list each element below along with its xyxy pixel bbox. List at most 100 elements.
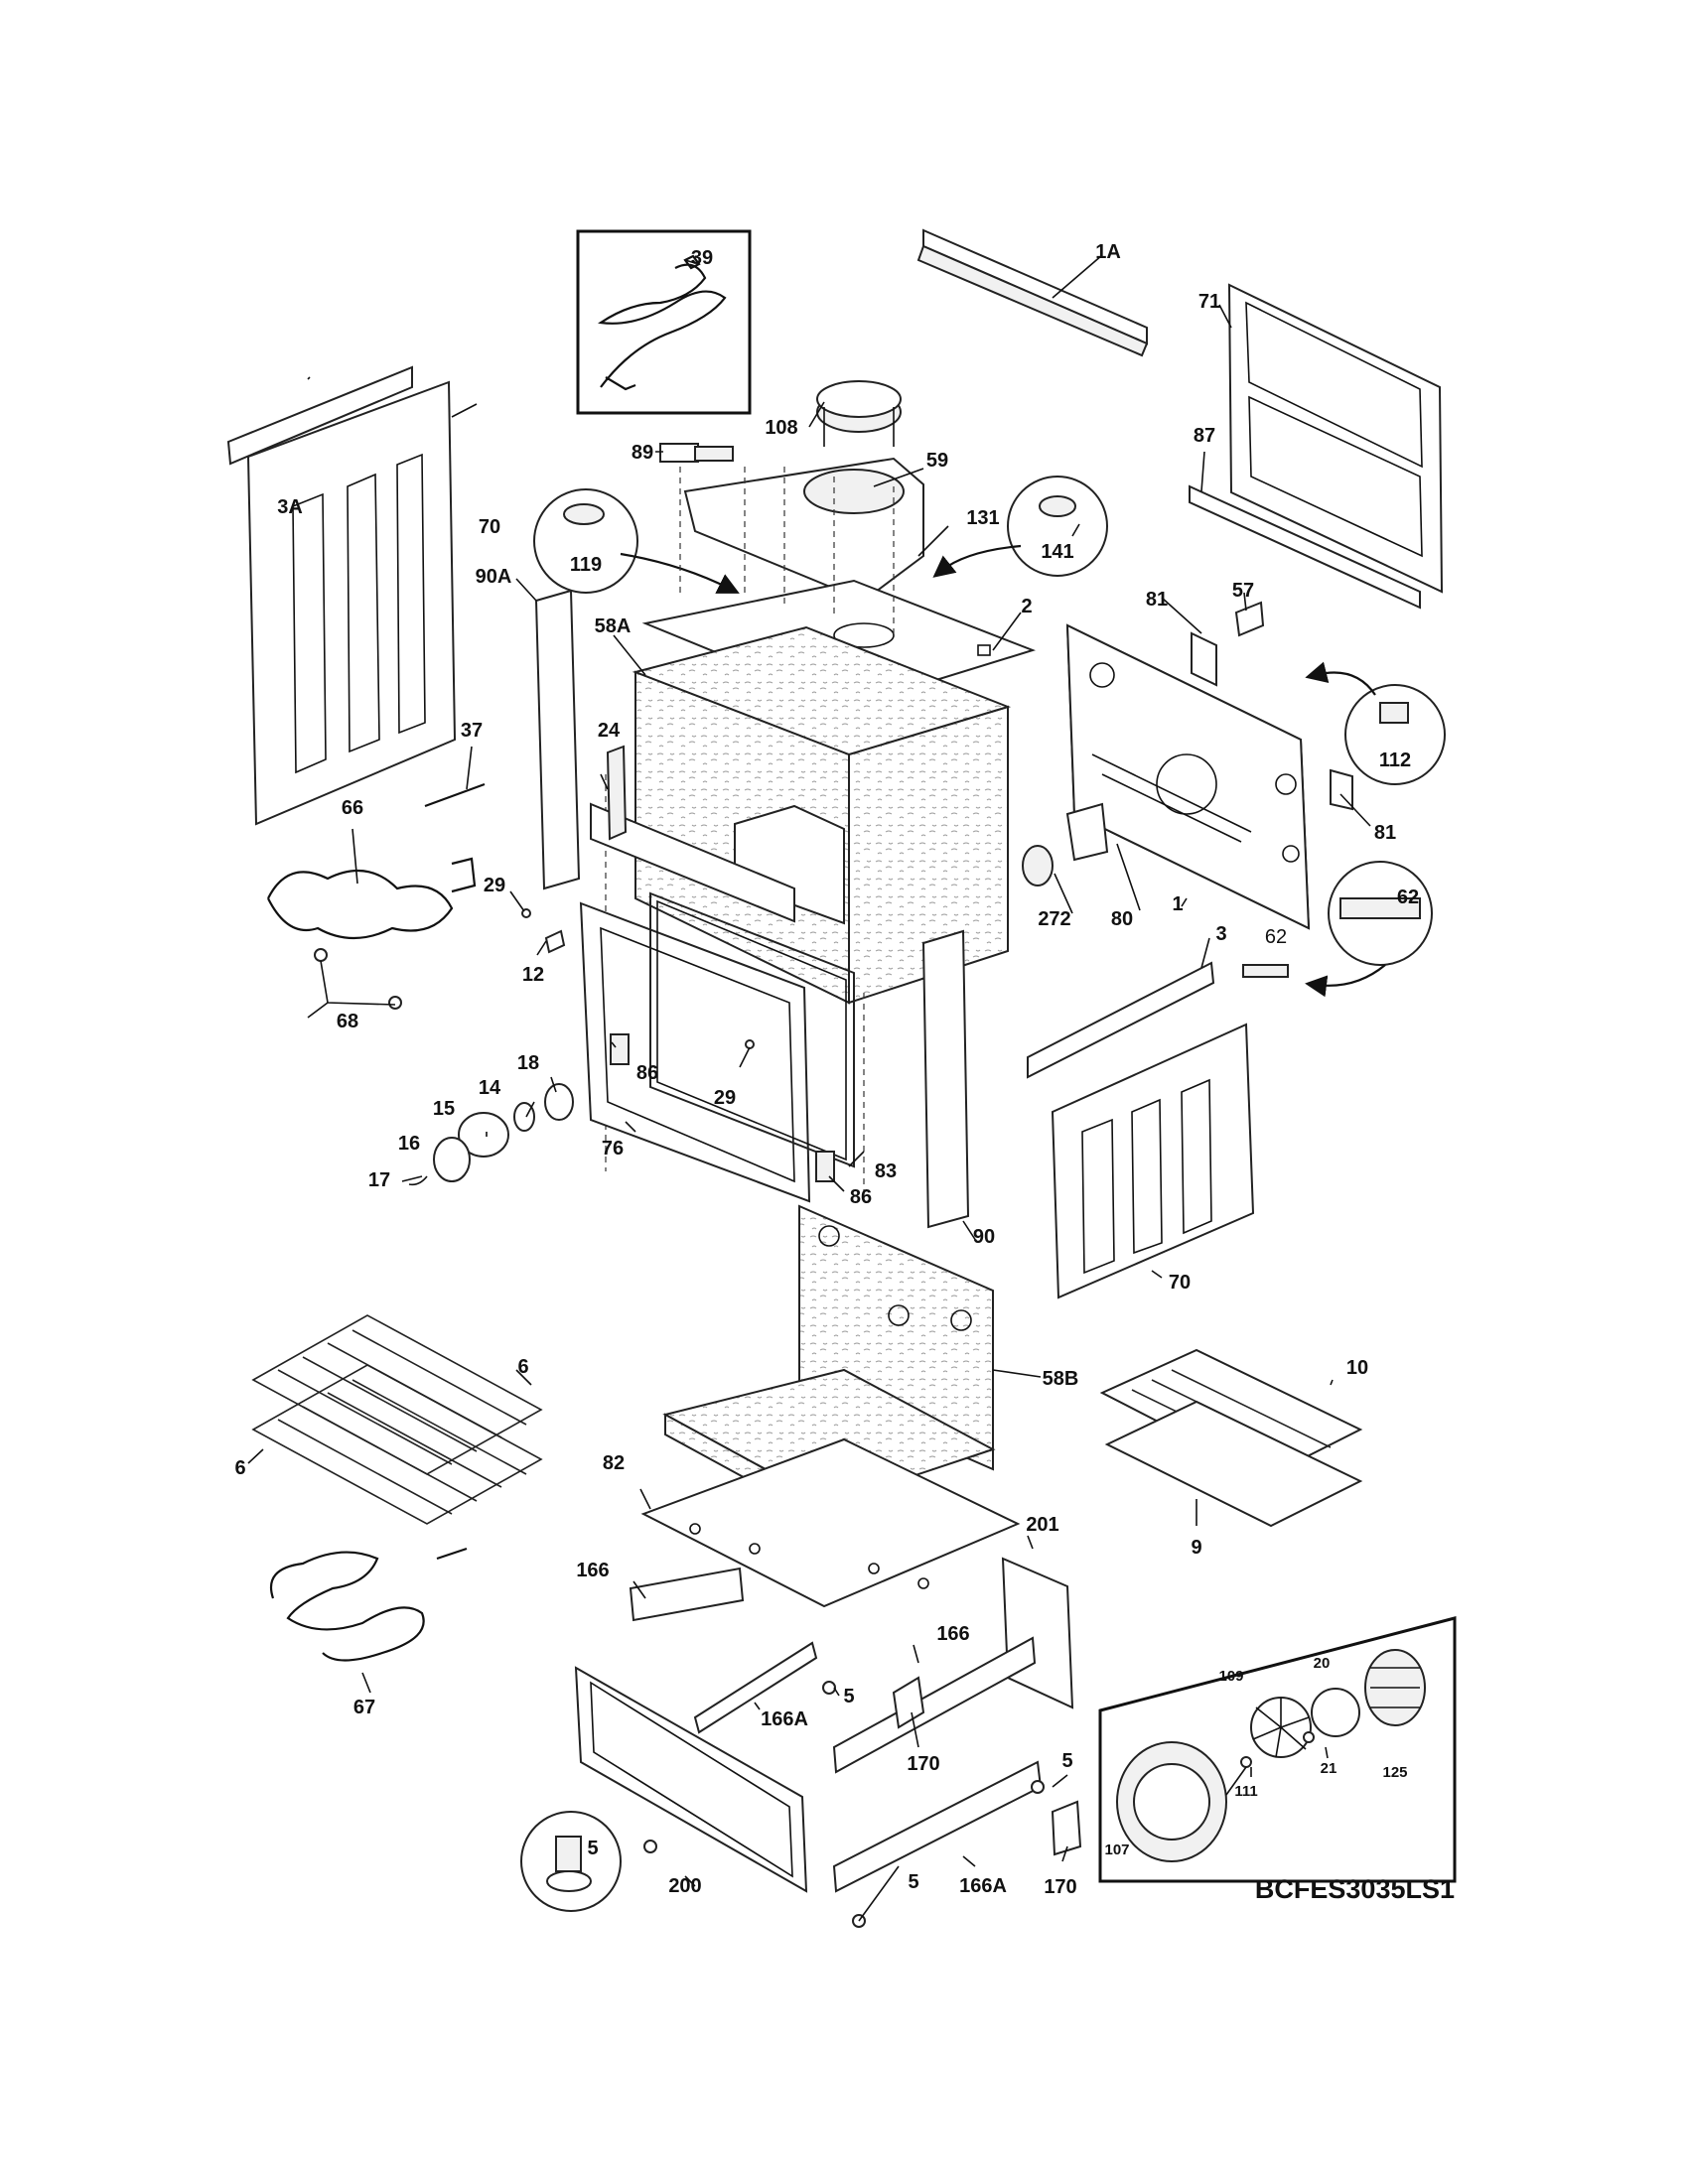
- bracket-170: [892, 1676, 1082, 1856]
- seal-83: [649, 891, 855, 1168]
- rail-166A-upper: [693, 1641, 818, 1734]
- callout-68: 68: [337, 1011, 358, 1032]
- leveling-legs-5: [643, 1681, 1045, 1928]
- leader-lines: [247, 254, 1371, 1922]
- callout-1A: 1A: [1095, 241, 1121, 263]
- callout-17: 17: [368, 1169, 390, 1191]
- callout-58A: 58A: [595, 615, 632, 637]
- callout-24: 24: [598, 720, 621, 742]
- bracket-81-side: [1330, 768, 1353, 811]
- side-strip-90A: [534, 589, 581, 890]
- callout-58B: 58B: [1043, 1368, 1079, 1390]
- callout-6b: 6: [234, 1457, 245, 1479]
- callout-112: 112: [1379, 750, 1411, 771]
- rail-87: [1189, 484, 1421, 610]
- detail-circle-119: [533, 488, 740, 594]
- terminal-block-62: [1242, 964, 1289, 978]
- knob-272: [1022, 845, 1054, 887]
- callout-5d: 5: [908, 1871, 918, 1893]
- plate-20: [1311, 1688, 1360, 1737]
- callout-62a: 62: [1397, 887, 1419, 908]
- callout-86a: 86: [636, 1062, 658, 1084]
- callout-2: 2: [1021, 596, 1032, 617]
- callout-81a: 81: [1146, 589, 1168, 611]
- callout-6a: 6: [517, 1356, 528, 1378]
- broil-pan-9: [1104, 1400, 1363, 1528]
- callout-labels: 39 1A 71 108 89 59 87 3A 70 119 131 141 …: [234, 241, 1419, 1898]
- bracket-81-top: [1191, 631, 1217, 687]
- callout-170a: 170: [907, 1753, 939, 1775]
- callout-15: 15: [433, 1098, 455, 1120]
- callout-82: 82: [603, 1452, 625, 1474]
- oven-cavity-58A: [632, 625, 1012, 1005]
- duct-59: [683, 457, 924, 603]
- cavity-guides: [605, 467, 895, 1201]
- callout-3: 3: [1215, 923, 1226, 945]
- detail-circle-62: [1305, 861, 1433, 998]
- motor-125: [1364, 1649, 1426, 1726]
- front-frame-200: [574, 1666, 808, 1893]
- probe-37: [424, 782, 486, 808]
- callout-62b: 62: [1265, 926, 1287, 948]
- callout-9: 9: [1191, 1537, 1201, 1559]
- lamp-assembly: [408, 1083, 574, 1186]
- callout-21: 21: [1321, 1760, 1337, 1777]
- callout-108: 108: [765, 417, 797, 439]
- callout-83: 83: [875, 1160, 897, 1182]
- callout-125: 125: [1382, 1764, 1407, 1781]
- callout-12: 12: [522, 964, 544, 986]
- callout-71: 71: [1198, 291, 1220, 313]
- callout-166a: 166: [576, 1560, 609, 1581]
- convection-fan-inset: [1098, 1616, 1457, 1883]
- fan-motor-108: [816, 380, 902, 447]
- bake-element-67: [270, 1547, 468, 1662]
- callout-166Aa: 166A: [761, 1708, 808, 1730]
- callout-109: 109: [1218, 1668, 1243, 1685]
- model-id: BCFES3035LS1: [1255, 1874, 1455, 1904]
- fan-blade-109: [1250, 1697, 1312, 1758]
- stud-12: [544, 929, 566, 954]
- bracket-57: [1234, 601, 1265, 637]
- callout-5c: 5: [587, 1838, 598, 1859]
- callout-70a: 70: [479, 516, 500, 538]
- clip-68: [314, 948, 402, 1010]
- insulation-58B: [662, 1204, 996, 1526]
- callout-18: 18: [517, 1052, 539, 1074]
- callout-107: 107: [1104, 1842, 1129, 1858]
- top-bracket-1A: [916, 228, 1149, 357]
- thermostat-89: [659, 443, 734, 463]
- detail-circle-112: [1305, 661, 1446, 785]
- callout-57: 57: [1232, 580, 1254, 602]
- callout-5b: 5: [1061, 1750, 1072, 1772]
- callout-10: 10: [1346, 1357, 1368, 1379]
- back-panel-1: [1065, 623, 1311, 930]
- callout-141: 141: [1041, 541, 1073, 563]
- hinge-86: [610, 1033, 835, 1182]
- callout-166Ab: 166A: [959, 1875, 1007, 1897]
- callout-86b: 86: [850, 1186, 872, 1208]
- callout-201: 201: [1026, 1514, 1058, 1536]
- callout-76: 76: [602, 1138, 624, 1160]
- side-strip-90: [921, 929, 970, 1229]
- rail-166-left: [629, 1567, 745, 1622]
- element-66: [267, 857, 477, 940]
- callout-80: 80: [1111, 908, 1133, 930]
- callout-70b: 70: [1169, 1272, 1191, 1294]
- callout-67: 67: [353, 1697, 375, 1718]
- callout-37: 37: [461, 720, 483, 742]
- callout-3A: 3A: [277, 496, 303, 518]
- callout-200: 200: [668, 1875, 701, 1897]
- detail-circle-141: [932, 476, 1108, 578]
- callout-111: 111: [1234, 1783, 1257, 1800]
- callout-1: 1: [1172, 893, 1183, 915]
- side-rail-3: [1027, 961, 1215, 1079]
- callout-90: 90: [973, 1226, 995, 1248]
- racks-6: [251, 1314, 543, 1525]
- rail-201: [1001, 1557, 1074, 1709]
- callout-39: 39: [691, 247, 713, 269]
- callout-170b: 170: [1044, 1876, 1076, 1898]
- callout-81b: 81: [1374, 822, 1396, 844]
- bracket-24: [590, 745, 795, 923]
- callout-272: 272: [1038, 908, 1070, 930]
- side-panel-70-left: [246, 380, 457, 826]
